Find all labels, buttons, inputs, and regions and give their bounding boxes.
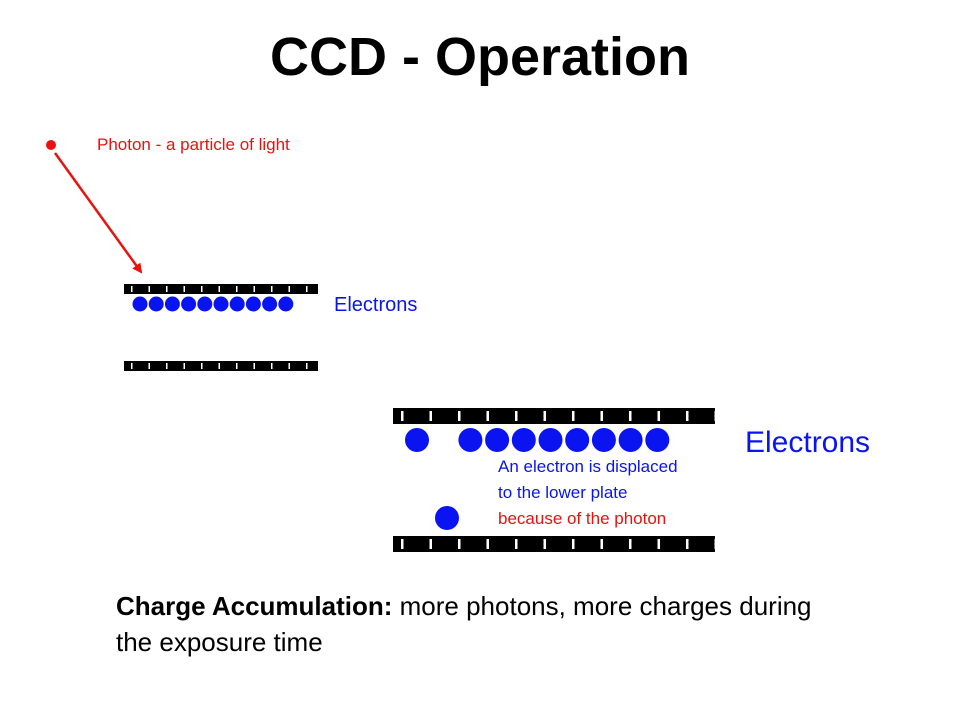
electron <box>213 296 229 312</box>
plate-tick <box>429 411 432 421</box>
electron <box>511 428 536 452</box>
plate-tick <box>306 286 308 292</box>
electron <box>229 296 245 312</box>
plate-tick <box>515 539 518 549</box>
plate-tick <box>306 363 308 369</box>
bottom-electron-row <box>405 428 670 452</box>
electron <box>405 428 429 452</box>
plate-tick <box>629 539 632 549</box>
electron <box>485 428 510 452</box>
electron <box>197 296 213 312</box>
plate-tick <box>486 411 489 421</box>
plate-tick <box>401 411 404 421</box>
plate-tick <box>271 286 273 292</box>
electron <box>262 296 278 312</box>
plate-tick <box>236 363 238 369</box>
electron <box>164 296 180 312</box>
plate-tick <box>629 411 632 421</box>
plate-tick <box>686 411 689 421</box>
plate-tick <box>131 286 133 292</box>
page-title: CCD - Operation <box>269 27 690 87</box>
plate-tick <box>183 363 185 369</box>
electron <box>181 296 197 312</box>
photon-dot <box>46 140 56 150</box>
plate-tick <box>166 363 168 369</box>
plate-tick <box>218 286 220 292</box>
electron <box>645 428 670 452</box>
plate-tick <box>657 411 660 421</box>
top-upper-plate <box>124 284 318 294</box>
plate-tick <box>458 411 461 421</box>
plate-tick <box>131 363 133 369</box>
electron <box>591 428 616 452</box>
top-electron-row <box>132 296 294 312</box>
plate-tick <box>148 363 150 369</box>
plate-tick <box>543 539 546 549</box>
plate-tick <box>458 539 461 549</box>
electron <box>565 428 590 452</box>
bottom-ccd-diagram: Electrons An electron is displaced to th… <box>393 408 870 552</box>
plate-tick <box>572 411 575 421</box>
plate-tick <box>686 539 689 549</box>
plate-tick <box>148 286 150 292</box>
electron <box>148 296 164 312</box>
top-electrons-label: Electrons <box>334 294 417 316</box>
bottom-lower-plate <box>393 536 717 552</box>
plate-tick <box>600 411 603 421</box>
plate-tick <box>201 363 203 369</box>
plate-tick <box>253 363 255 369</box>
annotation-line-3: because of the photon <box>498 509 666 528</box>
plate-tick <box>236 286 238 292</box>
photon-arrow <box>53 152 143 274</box>
plate-tick <box>429 539 432 549</box>
plate-tick <box>600 539 603 549</box>
plate-tick <box>271 363 273 369</box>
plate-tick <box>714 411 717 421</box>
plate-tick <box>183 286 185 292</box>
plate-tick <box>401 539 404 549</box>
plate-tick <box>166 286 168 292</box>
plate-tick <box>657 539 660 549</box>
annotation-line-2: to the lower plate <box>498 483 627 502</box>
top-ccd-diagram: Photon - a particle of light Electrons <box>46 135 417 371</box>
top-lower-plate <box>124 361 318 371</box>
plate-tick <box>201 286 203 292</box>
electron <box>245 296 261 312</box>
annotation-line-1: An electron is displaced <box>498 457 678 476</box>
plate-tick <box>253 286 255 292</box>
plate-tick <box>572 539 575 549</box>
electron <box>132 296 148 312</box>
electron <box>618 428 643 452</box>
plate-tick <box>218 363 220 369</box>
plate-tick <box>288 363 290 369</box>
electron <box>278 296 294 312</box>
plate-tick <box>288 286 290 292</box>
electron <box>458 428 483 452</box>
displaced-electron <box>435 506 459 530</box>
electron <box>538 428 563 452</box>
plate-tick <box>714 539 717 549</box>
plate-tick <box>515 411 518 421</box>
plate-tick <box>543 411 546 421</box>
caption: Charge Accumulation: more photons, more … <box>116 588 836 660</box>
bottom-electrons-label: Electrons <box>745 426 870 459</box>
plate-tick <box>486 539 489 549</box>
bottom-upper-plate <box>393 408 717 424</box>
caption-rest: more photons, more charges during the ex… <box>116 591 812 657</box>
photon-label: Photon - a particle of light <box>97 135 290 154</box>
caption-bold: Charge Accumulation: <box>116 591 393 621</box>
